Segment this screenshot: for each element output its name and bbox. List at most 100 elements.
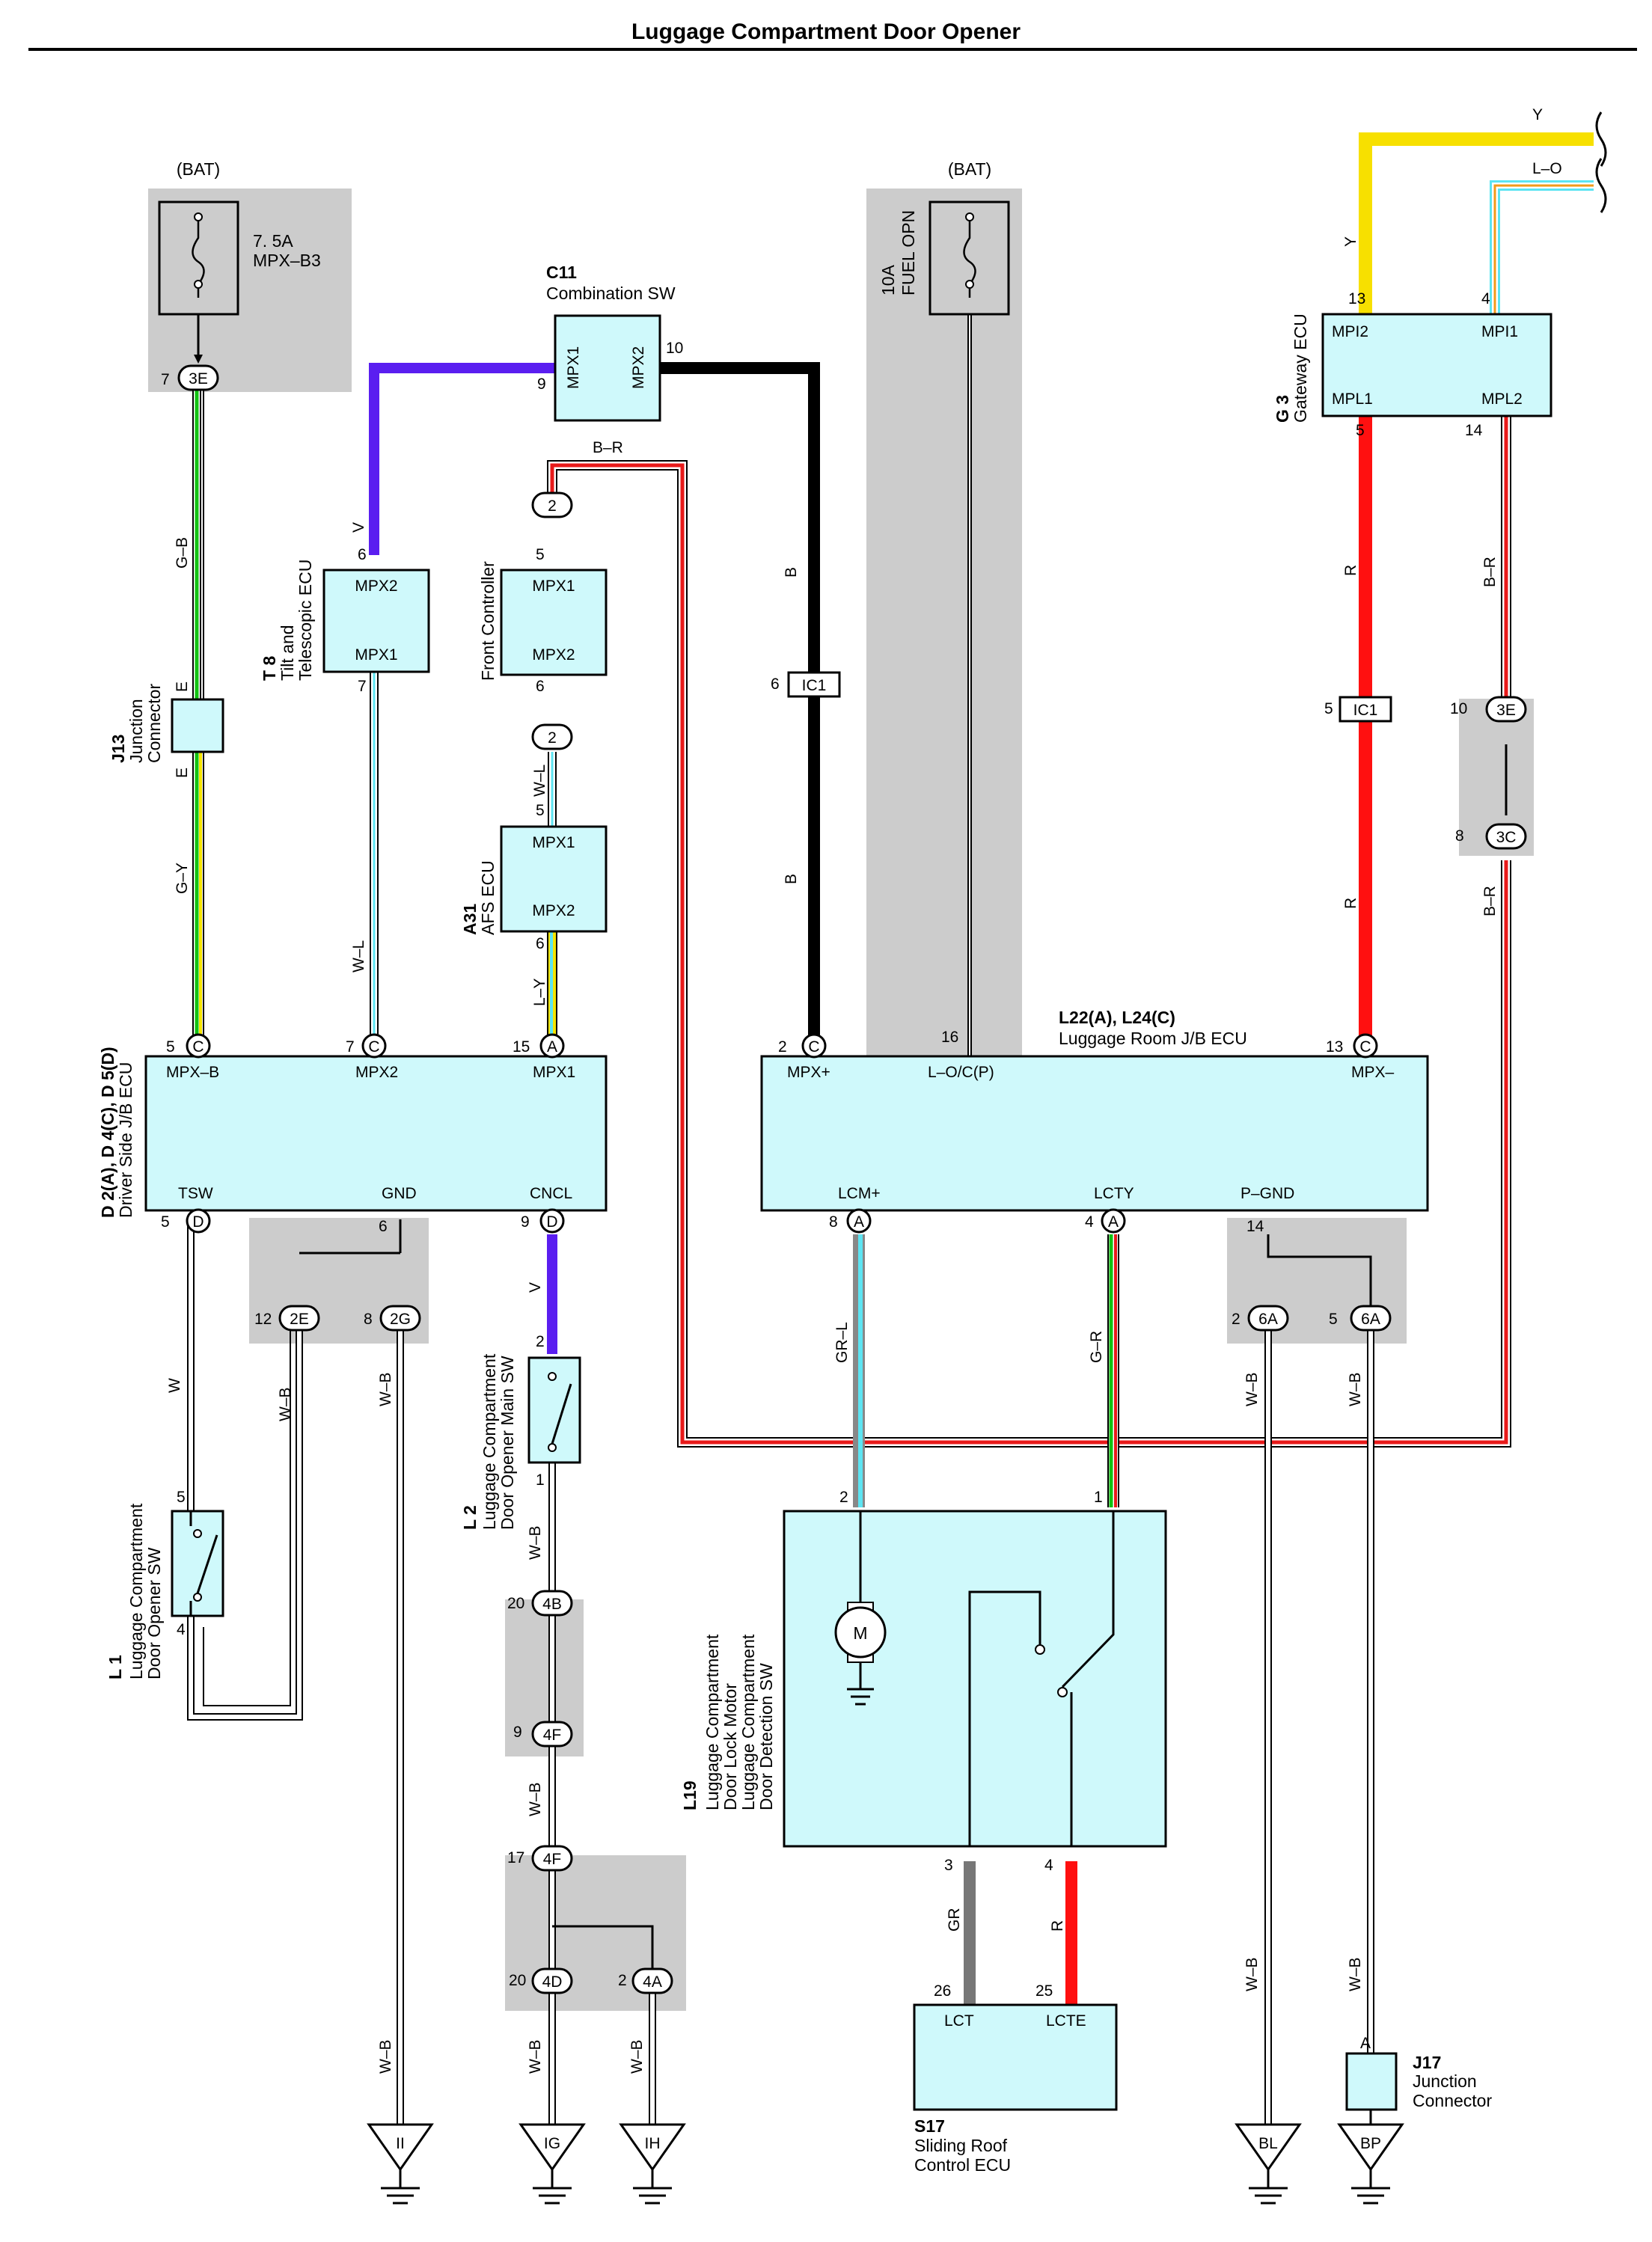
connector-d: D bbox=[539, 1208, 565, 1234]
wire-label: B bbox=[783, 874, 800, 884]
pin-number: 1 bbox=[1094, 1489, 1103, 1506]
pin-number: 16 bbox=[941, 1029, 958, 1046]
connector-ic1: IC1 bbox=[1339, 696, 1392, 723]
svg-text:Junction: Junction bbox=[1413, 2071, 1477, 2091]
connector-d: D bbox=[186, 1208, 211, 1234]
svg-text:Telescopic ECU: Telescopic ECU bbox=[296, 560, 315, 681]
connector-label: 4A bbox=[643, 1973, 662, 1991]
fuse-right: (BAT) 10A FUEL OPN bbox=[878, 159, 1010, 316]
svg-text:T 8: T 8 bbox=[260, 656, 279, 681]
connector-label: A bbox=[1108, 1213, 1119, 1231]
component-d2: MPX–B MPX2 MPX1 TSW GND CNCL D 2(A), D 4… bbox=[98, 1047, 608, 1218]
svg-text:P–GND: P–GND bbox=[1240, 1185, 1294, 1202]
svg-text:MPX–: MPX– bbox=[1351, 1064, 1395, 1081]
pin-number: 5 bbox=[1329, 1311, 1338, 1328]
connector-label: C bbox=[1359, 1038, 1371, 1056]
svg-text:Front Controller: Front Controller bbox=[478, 561, 498, 681]
pin-number: 4 bbox=[1085, 1213, 1094, 1231]
svg-text:Door Lock Motor: Door Lock Motor bbox=[721, 1683, 740, 1810]
wire-label: W–B bbox=[1347, 1957, 1364, 1991]
pin-number: 17 bbox=[507, 1849, 524, 1866]
svg-text:7. 5A: 7. 5A bbox=[253, 231, 293, 251]
pin-number: 1 bbox=[536, 1471, 545, 1489]
svg-text:L 1: L 1 bbox=[105, 1655, 125, 1679]
wire-label: W bbox=[166, 1378, 183, 1393]
svg-text:IH: IH bbox=[645, 2135, 661, 2152]
svg-text:MPX1: MPX1 bbox=[532, 834, 575, 851]
svg-text:Luggage Compartment: Luggage Compartment bbox=[738, 1634, 758, 1810]
pin-number: 5 bbox=[1356, 422, 1365, 439]
svg-text:MPX1: MPX1 bbox=[565, 346, 582, 389]
pin-number: 4 bbox=[177, 1621, 186, 1638]
connector-c: C bbox=[1353, 1033, 1378, 1059]
pin-number: 5 bbox=[177, 1489, 186, 1506]
connector-label: D bbox=[546, 1213, 557, 1231]
fuse-left: (BAT) 7. 5A MPX–B3 bbox=[158, 159, 321, 364]
pin-number: 2 bbox=[839, 1489, 848, 1506]
pin-number: 4 bbox=[1481, 290, 1490, 307]
svg-text:CNCL: CNCL bbox=[530, 1185, 572, 1202]
connector-3c: 3C bbox=[1485, 823, 1527, 850]
connector-label: 4F bbox=[543, 1851, 562, 1868]
ground-bl: BL bbox=[1235, 2123, 1302, 2205]
svg-text:Gateway ECU: Gateway ECU bbox=[1291, 313, 1310, 423]
wire-break-y bbox=[1595, 111, 1607, 167]
svg-text:LCM+: LCM+ bbox=[838, 1185, 881, 1202]
connector-label: C bbox=[192, 1038, 204, 1056]
svg-text:A31: A31 bbox=[460, 904, 480, 935]
svg-text:Connector: Connector bbox=[1413, 2091, 1492, 2110]
connector-label: A bbox=[854, 1213, 864, 1231]
wire-label: B–R bbox=[1481, 886, 1499, 916]
pin-number: 6 bbox=[771, 676, 780, 693]
component-j17: A J17 Junction Connector bbox=[1345, 2035, 1492, 2111]
svg-text:S17: S17 bbox=[914, 2116, 945, 2136]
connector-6a: 6A bbox=[1247, 1305, 1289, 1332]
svg-text:Door Opener SW: Door Opener SW bbox=[144, 1547, 164, 1679]
svg-text:MPX1: MPX1 bbox=[533, 1064, 575, 1081]
pin-number: 4 bbox=[1044, 1857, 1053, 1874]
wire-label: G–R bbox=[1088, 1331, 1105, 1363]
wire-label: B–R bbox=[1481, 557, 1499, 587]
connector-4a: 4A bbox=[631, 1967, 673, 1994]
svg-text:Tilt and: Tilt and bbox=[278, 625, 297, 681]
wire-label: W–B bbox=[527, 1782, 544, 1816]
pin-number: 6 bbox=[358, 546, 367, 563]
pin-number: 7 bbox=[358, 678, 367, 695]
connector-label: 3E bbox=[1496, 702, 1516, 719]
pin-number: 8 bbox=[829, 1213, 838, 1231]
svg-text:BL: BL bbox=[1258, 2135, 1278, 2152]
connector-label: D bbox=[192, 1213, 204, 1231]
wire-label: Y bbox=[1532, 106, 1543, 123]
pin-number: 20 bbox=[507, 1595, 524, 1612]
wire-label: R bbox=[1342, 565, 1359, 576]
pin-number: 8 bbox=[364, 1311, 373, 1328]
ground-ii: II bbox=[367, 2123, 434, 2205]
wire-break-lo bbox=[1595, 158, 1607, 213]
pin-number: 10 bbox=[666, 340, 683, 357]
svg-text:IG: IG bbox=[544, 2135, 560, 2152]
svg-text:MPL2: MPL2 bbox=[1481, 390, 1523, 408]
component-s17: LCT LCTE S17 Sliding Roof Control ECU bbox=[913, 2003, 1118, 2175]
component-l1: L 1 Luggage Compartment Door Opener SW bbox=[105, 1503, 224, 1679]
connector-label: 3C bbox=[1496, 829, 1517, 846]
connector-label: 2 bbox=[548, 729, 557, 747]
wire-label: G–B bbox=[174, 537, 191, 569]
svg-text:MPX2: MPX2 bbox=[355, 578, 397, 595]
component-t8: MPX2 MPX1 T 8 Tilt and Telescopic ECU bbox=[260, 560, 430, 681]
pin-number: 14 bbox=[1465, 422, 1483, 439]
svg-text:LCTE: LCTE bbox=[1046, 2012, 1086, 2030]
svg-text:Luggage Room J/B ECU: Luggage Room J/B ECU bbox=[1059, 1029, 1247, 1048]
wire-label: W–B bbox=[277, 1387, 294, 1421]
wire-label: W–B bbox=[1347, 1372, 1364, 1406]
svg-text:MPX+: MPX+ bbox=[787, 1064, 830, 1081]
wire-label: G–Y bbox=[174, 863, 191, 894]
pin-number: 13 bbox=[1348, 290, 1365, 307]
connector-4d: 4D bbox=[531, 1967, 573, 1994]
title-rule bbox=[28, 48, 1637, 51]
svg-text:G 3: G 3 bbox=[1273, 395, 1292, 423]
connector-label: 2G bbox=[390, 1311, 411, 1328]
svg-text:MPX1: MPX1 bbox=[355, 646, 397, 664]
connector-label: 4B bbox=[542, 1596, 562, 1613]
connector-label: 4F bbox=[543, 1727, 562, 1744]
